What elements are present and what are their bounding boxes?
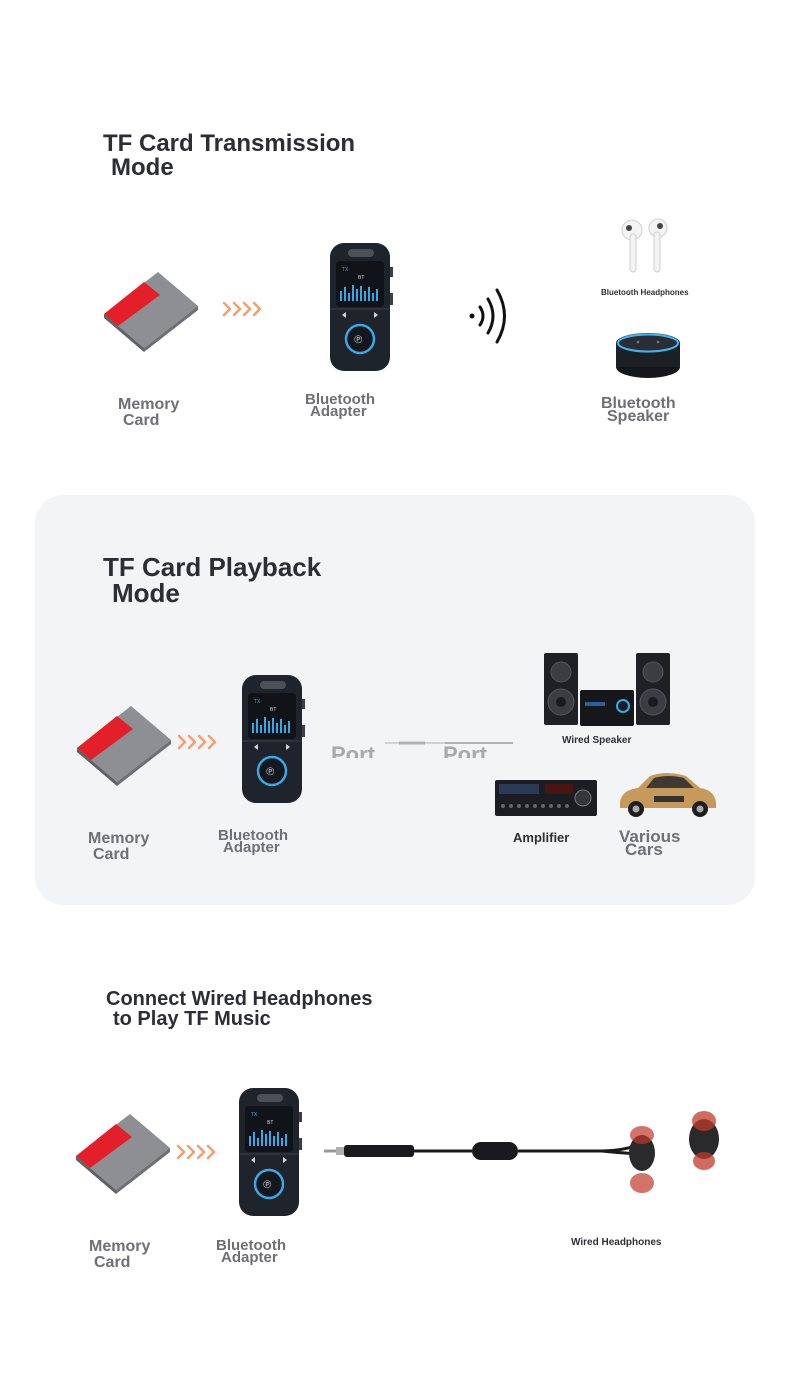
bluetooth-headphones-label: Bluetooth Headphones bbox=[601, 288, 689, 297]
bluetooth-adapter-image: TX BT ℗ bbox=[328, 241, 394, 373]
bluetooth-adapter-image: TX BT ℗ bbox=[240, 673, 306, 805]
bluetooth-adapter-label: Bluetooth Adapter bbox=[218, 827, 288, 856]
bluetooth-speaker-image bbox=[614, 331, 682, 381]
bluetooth-adapter-label: Bluetooth Adapter bbox=[216, 1237, 286, 1266]
bluetooth-adapter-label: Bluetooth Adapter bbox=[305, 391, 375, 420]
amplifier-label: Amplifier bbox=[513, 830, 570, 845]
bluetooth-adapter-image: TX BT ℗ bbox=[237, 1086, 303, 1218]
memory-card-label: Memory Card bbox=[118, 396, 180, 429]
screen-tx-text: TX bbox=[251, 1112, 258, 1118]
screen-tx-text: TX bbox=[342, 267, 349, 273]
arrows-icon bbox=[222, 300, 268, 318]
port-label-right: Port bbox=[443, 744, 487, 758]
memory-card-label: Memory Card bbox=[88, 830, 150, 863]
various-cars-label: Various Cars bbox=[619, 827, 681, 859]
screen-bt-text: BT bbox=[270, 707, 276, 713]
wireless-signal-icon bbox=[466, 285, 516, 347]
memory-card-label: Memory Card bbox=[89, 1238, 151, 1271]
port-label-left: Port bbox=[331, 744, 375, 758]
screen-bt-text: BT bbox=[267, 1120, 273, 1126]
screen-bt-text: BT bbox=[358, 275, 364, 281]
car-image bbox=[614, 768, 718, 820]
svg-text:℗: ℗ bbox=[266, 766, 274, 778]
wired-speaker-label: Wired Speaker bbox=[562, 735, 632, 746]
bluetooth-speaker-label: Bluetooth Speaker bbox=[601, 395, 676, 425]
section3-title: Connect Wired Headphones to Play TF Musi… bbox=[106, 988, 373, 1030]
playback-mode-panel bbox=[35, 495, 755, 905]
section1-title: TF Card Transmission Mode bbox=[103, 130, 356, 181]
arrows-icon bbox=[177, 733, 223, 751]
memory-card-image bbox=[72, 1110, 172, 1195]
wired-speaker-image bbox=[543, 652, 671, 728]
memory-card-image bbox=[100, 268, 200, 353]
arrows-icon bbox=[176, 1143, 222, 1161]
section2-title: TF Card Playback Mode bbox=[103, 552, 322, 608]
bluetooth-headphones-image bbox=[620, 216, 670, 278]
aux-cable-line bbox=[385, 740, 513, 746]
memory-card-image bbox=[73, 702, 173, 787]
svg-text:℗: ℗ bbox=[263, 1179, 271, 1191]
svg-text:℗: ℗ bbox=[354, 334, 362, 346]
amplifier-image bbox=[495, 780, 597, 816]
wired-headphones-label: Wired Headphones bbox=[571, 1237, 662, 1248]
screen-tx-text: TX bbox=[254, 699, 261, 705]
wired-headphones-image bbox=[322, 1105, 722, 1200]
